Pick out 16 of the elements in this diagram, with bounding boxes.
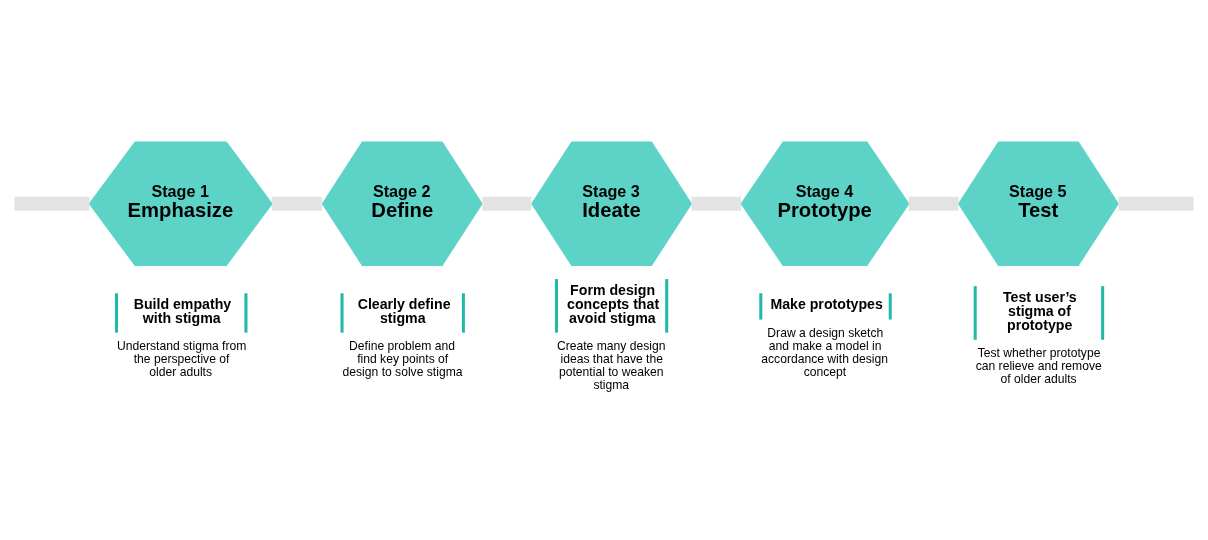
node-label: Test whether prototype can relieve and remove of older adults — [975, 345, 1102, 386]
node-label: Understand stigma from the perspective of older adults — [116, 338, 247, 379]
node-label: Build empathy with stigma — [133, 295, 232, 326]
connector — [691, 196, 742, 211]
connector — [482, 196, 532, 211]
node-label: Create many design ideas that have the potential to weaken stigma — [556, 338, 666, 392]
node-label: Test user’s stigma of prototype — [1003, 288, 1077, 333]
node-label: Make prototypes — [770, 295, 883, 312]
connector — [1118, 196, 1194, 211]
node-label: Define problem and find key points of design to solve stigma — [342, 338, 463, 379]
node-label: Form design concepts that avoid stigma — [567, 281, 660, 326]
node-label: Clearly define stigma — [357, 295, 451, 326]
connector — [272, 196, 323, 211]
connector — [14, 196, 90, 211]
node-label: Draw a design sketch and make a model in accordance with design concept — [761, 325, 888, 379]
connector — [908, 196, 959, 211]
